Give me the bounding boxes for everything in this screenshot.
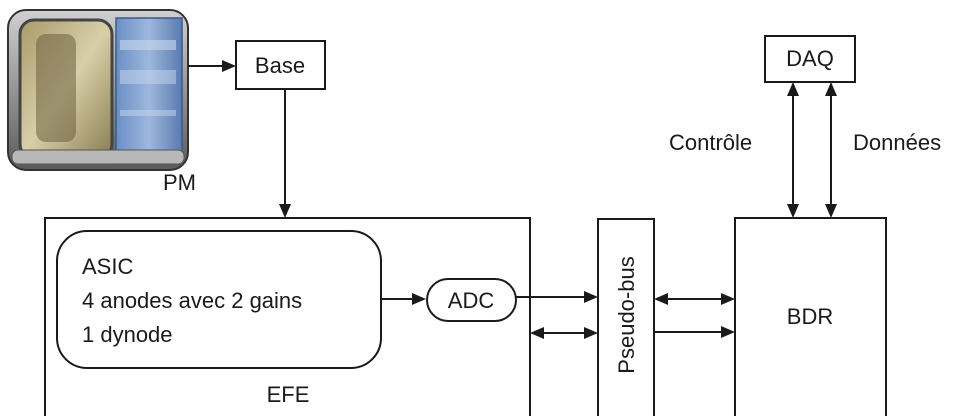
adc-to-bus-arrowhead <box>584 291 598 303</box>
donnees-down-arrowhead <box>825 204 837 218</box>
bus-to-bdr-arrowhead <box>721 326 735 338</box>
base-label: Base <box>255 53 305 78</box>
base-box <box>235 40 326 90</box>
pm-to-base-arrowhead <box>222 60 236 72</box>
efe-label: EFE <box>267 382 310 407</box>
pseudobus-box <box>597 218 655 416</box>
controle-down-arrowhead <box>787 204 799 218</box>
asic-to-adc-arrowhead <box>412 293 426 305</box>
bdr-label: BDR <box>787 304 833 329</box>
donnees-label: Données <box>853 130 941 155</box>
efe-box <box>44 217 531 416</box>
base-to-efe-arrowhead <box>279 204 291 218</box>
controle-up-arrowhead <box>787 82 799 96</box>
pseudobus-label: Pseudo-bus <box>614 256 639 373</box>
daq-box <box>764 35 856 83</box>
efe-bus-left-arrowhead <box>530 327 544 339</box>
asic-line-3: 1 dynode <box>82 322 173 347</box>
pm-photo <box>7 9 189 171</box>
adc-box <box>426 278 517 322</box>
controle-label: Contrôle <box>669 130 752 155</box>
efe-bus-right-arrowhead <box>584 327 598 339</box>
asic-line-1: ASIC <box>82 254 133 279</box>
pm-label: PM <box>163 170 196 195</box>
bus-bdr-right-arrowhead <box>721 293 735 305</box>
daq-label: DAQ <box>786 46 834 71</box>
adc-label: ADC <box>448 288 495 313</box>
asic-line-2: 4 anodes avec 2 gains <box>82 288 302 313</box>
bdr-box <box>734 217 887 416</box>
donnees-up-arrowhead <box>825 82 837 96</box>
bus-bdr-left-arrowhead <box>654 293 668 305</box>
